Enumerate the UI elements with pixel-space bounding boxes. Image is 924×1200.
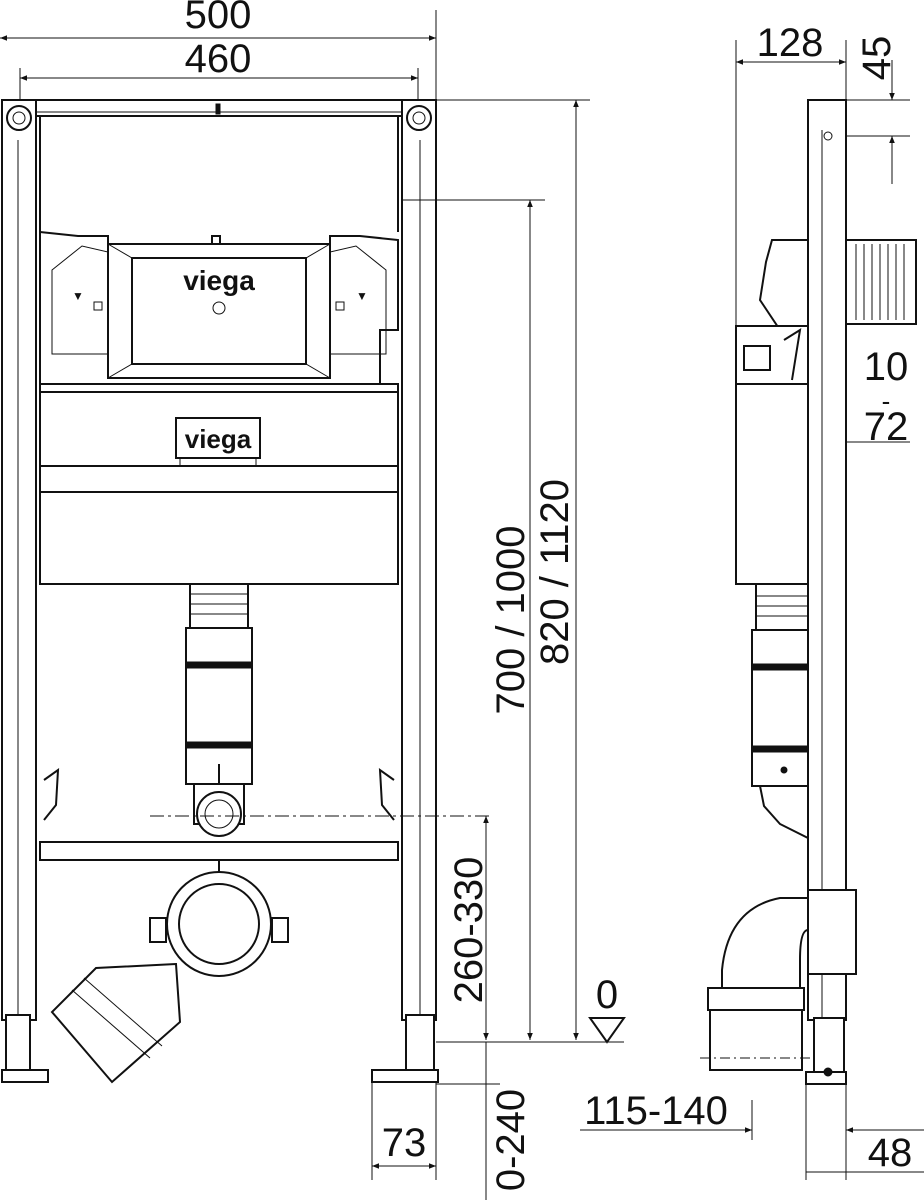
cistern-label-box xyxy=(175,417,261,459)
dim-label-45: 45 xyxy=(855,36,899,81)
dim-label-10: 10 xyxy=(864,345,909,389)
side-view: 128 45 xyxy=(580,21,924,1180)
dim-label-115-140: 115-140 xyxy=(584,1089,728,1133)
side-cistern xyxy=(735,239,809,585)
dim-label-floor: 0 xyxy=(596,973,618,1017)
svg-text:▼: ▼ xyxy=(72,289,84,303)
dimension-wall-range: 10 - 72 xyxy=(845,330,910,450)
elbow-fitting xyxy=(50,860,289,1084)
dimension-total-height: 820 / 1120 xyxy=(402,99,590,1040)
dimension-overall-width: 500 xyxy=(0,0,437,185)
cistern-body: viega xyxy=(39,383,399,585)
dim-label-dash: - xyxy=(882,386,891,416)
flush-plate: viega xyxy=(107,243,331,379)
dim-label-48: 48 xyxy=(868,1131,913,1175)
dimension-cistern-height: 700 / 1000 xyxy=(402,199,545,1040)
front-view: 500 460 xyxy=(0,0,626,1200)
dimension-outlet-height: 260-330 xyxy=(447,816,491,1040)
left-anchor-hole xyxy=(6,105,32,131)
dimension-foot-adjust: 0-240 xyxy=(436,1042,533,1200)
dim-label-foot-adjust: 0-240 xyxy=(489,1089,533,1191)
frame-left-post xyxy=(1,99,49,1083)
dimension-outlet-range: 115-140 xyxy=(580,1084,924,1180)
side-wall-spacer xyxy=(845,239,917,325)
side-elbow-fitting xyxy=(700,889,857,1071)
side-drain-pipe xyxy=(751,583,809,840)
dim-label-460: 460 xyxy=(185,37,252,81)
frame-right-post xyxy=(371,99,439,1083)
dim-label-500: 500 xyxy=(185,0,252,37)
drain-pipe xyxy=(185,583,253,837)
dimension-foot-width: 48 xyxy=(805,1084,924,1180)
dimension-top-offset: 45 xyxy=(846,36,910,184)
right-anchor-hole xyxy=(406,105,432,131)
floor-level-marker: 0 xyxy=(436,973,626,1044)
dim-label-cistern-height: 700 / 1000 xyxy=(489,525,533,714)
dim-label-outlet-height: 260-330 xyxy=(447,857,491,1004)
svg-text:▼: ▼ xyxy=(356,289,368,303)
dimension-foot-depth: 73 xyxy=(371,1082,437,1180)
dim-label-128: 128 xyxy=(757,21,824,65)
side-frame-post xyxy=(805,99,847,1085)
dim-label-72: 72 xyxy=(864,405,909,449)
plate-logo: viega xyxy=(183,265,255,296)
cistern-logo: viega xyxy=(185,424,252,454)
dim-label-total-height: 820 / 1120 xyxy=(533,479,577,665)
dim-label-73: 73 xyxy=(382,1121,427,1165)
frame-top-rail xyxy=(35,99,403,232)
dimension-inner-width: 460 xyxy=(19,37,419,100)
